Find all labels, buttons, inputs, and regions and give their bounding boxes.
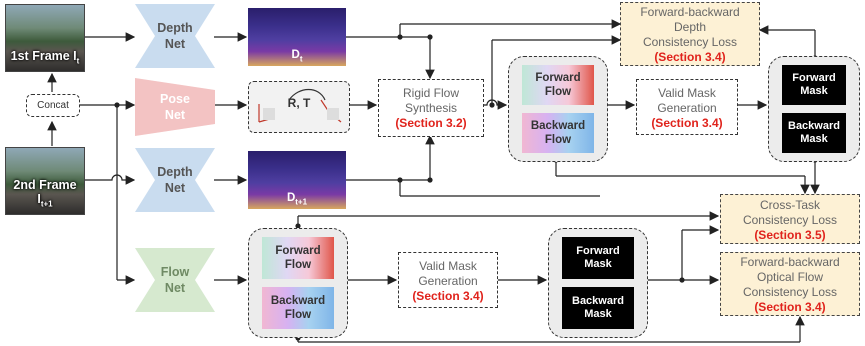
concat-label: Concat <box>37 100 69 111</box>
depth-map-bottom: Dt+1 <box>248 151 346 209</box>
depth-map-top: Dt <box>248 8 346 66</box>
optical-flow-loss-box: Forward-backward Optical Flow Consistenc… <box>720 252 860 316</box>
depth-map-bottom-label: Dt+1 <box>286 191 308 206</box>
valid-mask-top-box: Valid Mask Generation (Section 3.4) <box>636 79 738 135</box>
pose-net-shape <box>135 78 215 136</box>
optical-flow-loss-text: Forward-backward Optical Flow Consistenc… <box>740 255 840 314</box>
concat-box: Concat <box>26 94 80 117</box>
second-frame-label: 2nd Frame It+1 <box>13 177 77 209</box>
valid-mask-bottom-box: Valid Mask Generation (Section 3.4) <box>398 252 498 308</box>
rigid-flow-synthesis-box: Rigid Flow Synthesis (Section 3.2) <box>378 79 484 137</box>
depth-map-top-label: Dt <box>291 48 303 63</box>
depth-consistency-loss-text: Forward-backward Depth Consistency Loss … <box>640 5 740 64</box>
first-frame-image: 1st Frame It <box>5 4 85 72</box>
valid-mask-bottom-text: Valid Mask Generation (Section 3.4) <box>412 259 484 303</box>
pose-output-box: R, T <box>248 81 350 133</box>
pose-output-label: R, T <box>287 96 311 110</box>
depth-net-bottom-shape <box>135 148 215 212</box>
valid-mask-top-text: Valid Mask Generation (Section 3.4) <box>651 86 723 130</box>
depth-consistency-loss-box: Forward-backward Depth Consistency Loss … <box>620 2 760 66</box>
pose-axes-icon <box>258 88 342 123</box>
depth-net-top-shape <box>135 4 215 68</box>
first-frame-label: 1st Frame It <box>10 48 80 66</box>
flow-net-shape <box>135 248 215 312</box>
second-frame-image: 2nd Frame It+1 <box>5 147 85 215</box>
cross-task-loss-box: Cross-Task Consistency Loss (Section 3.5… <box>720 194 860 244</box>
cross-task-loss-text: Cross-Task Consistency Loss (Section 3.5… <box>742 198 838 242</box>
rigid-flow-synthesis-text: Rigid Flow Synthesis (Section 3.2) <box>395 86 467 130</box>
